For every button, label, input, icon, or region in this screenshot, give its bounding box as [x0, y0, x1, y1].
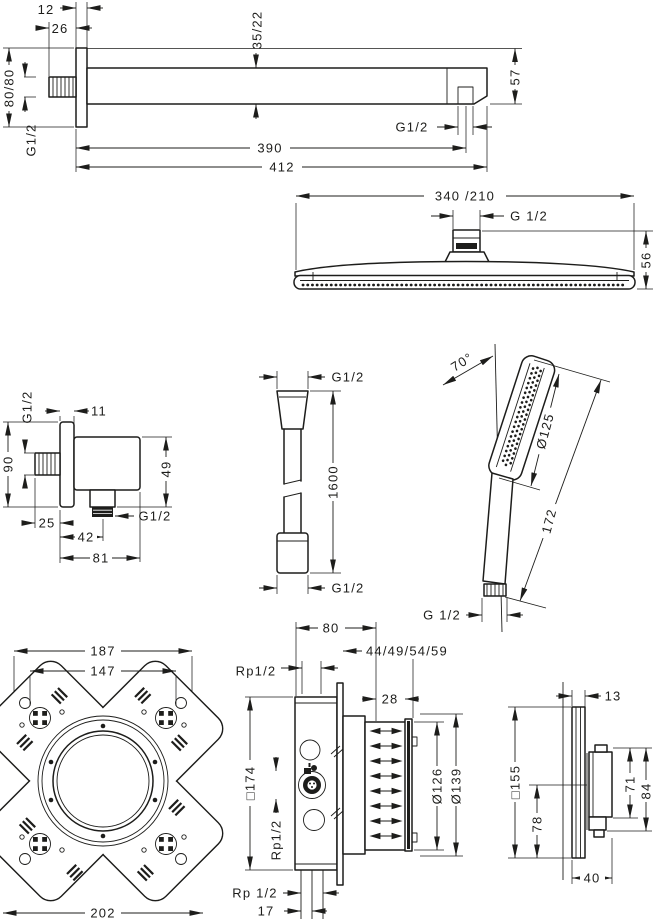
valve-adjust-label: 28 — [382, 692, 399, 707]
elbow-width-label: 81 — [93, 551, 110, 566]
valve-flange-dia-label: Ø139 — [449, 768, 464, 805]
valve-bottom-thread-label: Rp 1/2 — [232, 886, 278, 901]
plate-corner-holes — [19, 697, 187, 865]
elbow-plate-thickness-label: 11 — [91, 404, 107, 419]
valve-depth-label: 80 — [323, 621, 340, 636]
arm-plate-thickness-label: 12 — [38, 2, 55, 17]
plate-screw-bosses — [29, 707, 177, 855]
valve-bottom-port — [303, 809, 325, 831]
plate-slots — [16, 687, 188, 882]
trim-dimensions — [508, 690, 652, 884]
arm-outline — [48, 47, 488, 128]
arm-plate-size-label: 80/80 — [2, 69, 17, 108]
hose-length-label: 1600 — [326, 465, 341, 499]
overhead-width-label: 340 /210 — [435, 189, 495, 204]
plate-small-holes — [19, 709, 187, 853]
arm-end-height-label: 57 — [508, 69, 523, 86]
overhead-height-label: 56 — [639, 252, 654, 269]
wall-outlet-view: G1/2 11 90 49 25 42 81 G1/2 — [1, 391, 174, 566]
hand-shower-nozzle-dots — [500, 367, 535, 466]
valve-top-thread-label: Rp1/2 — [236, 664, 277, 679]
trim-handle-total-label: 84 — [639, 783, 654, 800]
elbow-center-label: 42 — [78, 530, 95, 545]
elbow-inlet-thread-hatch — [38, 453, 56, 475]
arm-outlet-thread-label: G1/2 — [396, 120, 429, 135]
elbow-inlet-thread-label: G1/2 — [20, 391, 35, 424]
valve-outlet-port — [298, 771, 326, 799]
arm-profile-label: 35/22 — [250, 11, 265, 50]
elbow-stub-label: 25 — [39, 516, 56, 531]
hand-shower-outline — [482, 343, 556, 633]
arm-inlet-thread-label: G1/2 — [24, 124, 39, 157]
hose-top-thread-label: G1/2 — [332, 370, 365, 385]
valve-break-marks — [330, 745, 344, 820]
plate-width-total-label: 202 — [90, 906, 115, 921]
elbow-dimensions — [3, 408, 172, 564]
plate-dimensions — [3, 644, 203, 920]
overhead-shower-view: 340 /210 G 1/2 56 — [293, 189, 654, 290]
arm-stub-length-label: 26 — [52, 21, 69, 36]
elbow-height-label: 90 — [1, 456, 16, 473]
valve-body-view: 80 44/49/54/59 Rp1/2 28 □174 Rp1/2 Ø126 … — [232, 621, 464, 919]
valve-size-label: □174 — [243, 766, 258, 800]
plate-screw-dots — [48, 723, 158, 839]
valve-bottom-stubs — [300, 870, 324, 919]
trim-center-bottom-label: 78 — [530, 816, 545, 833]
overhead-thread-label: G 1/2 — [510, 209, 548, 224]
mounting-plate-view: 187 147 202 — [0, 644, 224, 921]
elbow-outlet-thread-label: G1/2 — [139, 509, 172, 524]
overhead-outline — [293, 229, 636, 290]
shower-hose-view: G1/2 1600 G1/2 — [259, 370, 365, 596]
arm-inlet-thread-hatch — [52, 77, 74, 97]
elbow-body-height-label: 49 — [159, 461, 174, 478]
trim-outline — [529, 682, 613, 880]
valve-depth-arrows — [369, 727, 403, 840]
arm-length-390-label: 390 — [257, 141, 282, 156]
valve-symbol-glyph — [304, 763, 317, 774]
hose-outline — [276, 390, 309, 574]
trim-depth-label: 40 — [584, 871, 601, 886]
plate-outline — [0, 660, 224, 902]
plate-width-inner-label: 147 — [90, 664, 115, 679]
trim-size-label: □155 — [508, 765, 523, 799]
valve-offset-label: 17 — [258, 904, 275, 919]
trim-handle-height-label: 71 — [623, 776, 638, 793]
valve-top-port — [299, 739, 321, 761]
hose-bottom-thread-label: G1/2 — [332, 581, 365, 596]
elbow-outline — [34, 421, 141, 517]
valve-outline — [294, 682, 418, 919]
valve-range-label: 44/49/54/59 — [366, 644, 448, 659]
hand-shower-thread-hatch — [486, 584, 504, 596]
valve-dimensions — [245, 621, 463, 914]
thermostat-trim-view: 13 □155 78 71 84 40 — [508, 682, 654, 886]
plate-width-outer-label: 187 — [90, 644, 115, 659]
valve-side-thread-label: Rp1/2 — [269, 820, 284, 861]
valve-sleeve-dia-label: Ø126 — [430, 768, 445, 805]
arm-length-412-label: 412 — [269, 160, 294, 175]
trim-plate-thickness-label: 13 — [605, 689, 622, 704]
hand-shower-angle-label: 70° — [448, 349, 476, 374]
hand-shower-view: 70° Ø125 172 G 1/2 — [423, 343, 611, 633]
shower-arm-view: 12 26 35/22 80/80 G1/2 G1/2 390 412 57 — [2, 2, 523, 175]
hand-shower-length-label: 172 — [538, 507, 559, 535]
hand-shower-thread-label: G 1/2 — [423, 608, 461, 623]
arm-dimensions — [3, 2, 522, 174]
